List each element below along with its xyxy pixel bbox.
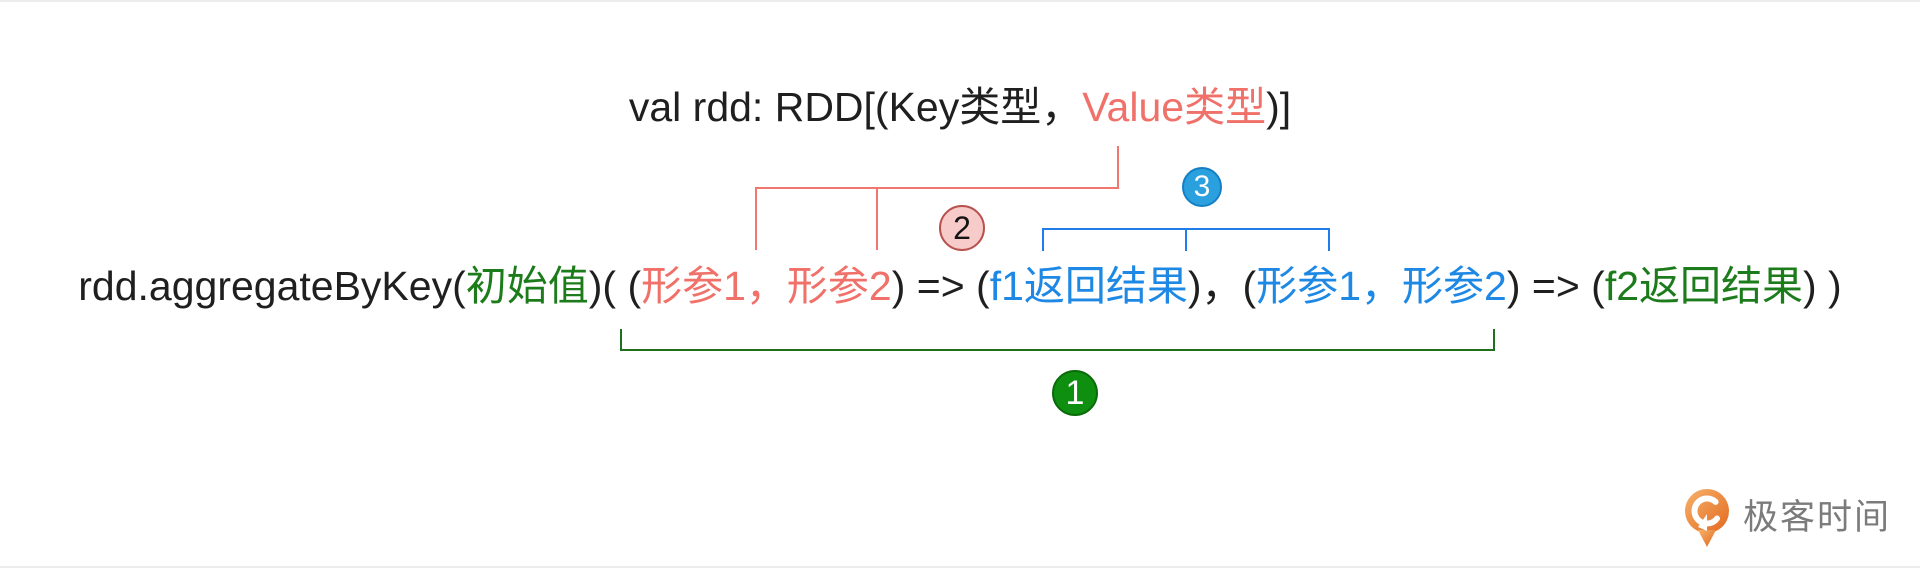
code-f1-result: f1返回结果 <box>989 263 1188 309</box>
blue-bracket-tick-right <box>1328 228 1330 251</box>
red-connector-drop <box>1117 146 1119 189</box>
code-init-value: 初始值 <box>465 263 589 309</box>
badge-3: 3 <box>1182 167 1222 207</box>
code-comb-arrow: ) => ( <box>1506 263 1605 309</box>
red-connector-tick-param2 <box>876 187 878 250</box>
red-connector-tick-param1 <box>755 187 757 250</box>
geektime-logo: 极客时间 <box>1683 487 1891 549</box>
aggregate-code: rdd.aggregateByKey(初始值)( (形参1，形参2) => (f… <box>0 262 1920 310</box>
code-prefix: rdd.aggregateByKey( <box>78 263 466 309</box>
title-prefix: val rdd: RDD[(Key类型， <box>628 84 1083 130</box>
code-closing: ) ) <box>1803 263 1842 309</box>
blue-bracket-tick-middle <box>1185 228 1187 251</box>
title-value-type: Value类型 <box>1082 84 1267 130</box>
title-code: val rdd: RDD[(Key类型，Value类型)] <box>0 82 1920 132</box>
geektime-logo-text: 极客时间 <box>1743 498 1892 537</box>
red-connector-horizontal <box>755 187 1119 189</box>
slide-bottom-edge <box>0 566 1920 568</box>
green-bracket-bar <box>620 349 1495 351</box>
code-separator: )，( <box>1187 263 1257 309</box>
code-f2-result: f2返回结果 <box>1604 263 1804 309</box>
green-bracket-tick-left <box>620 329 622 351</box>
code-seq-params: 形参1，形参2 <box>641 263 892 309</box>
green-bracket-tick-right <box>1493 329 1495 351</box>
code-after-init: )( <box>588 263 628 309</box>
code-seq-open: ( <box>627 263 642 309</box>
slide-top-edge <box>0 0 1920 2</box>
code-comb-params: 形参1，形参2 <box>1256 263 1507 309</box>
title-suffix: )] <box>1266 84 1292 130</box>
badge-2-label: 2 <box>953 209 971 246</box>
badge-3-label: 3 <box>1193 170 1211 203</box>
badge-2: 2 <box>939 205 985 251</box>
blue-bracket-tick-left <box>1042 228 1044 251</box>
badge-1: 1 <box>1052 370 1098 416</box>
code-seq-arrow: ) => ( <box>891 263 990 309</box>
badge-1-label: 1 <box>1065 373 1085 412</box>
geektime-logo-icon <box>1685 489 1729 547</box>
